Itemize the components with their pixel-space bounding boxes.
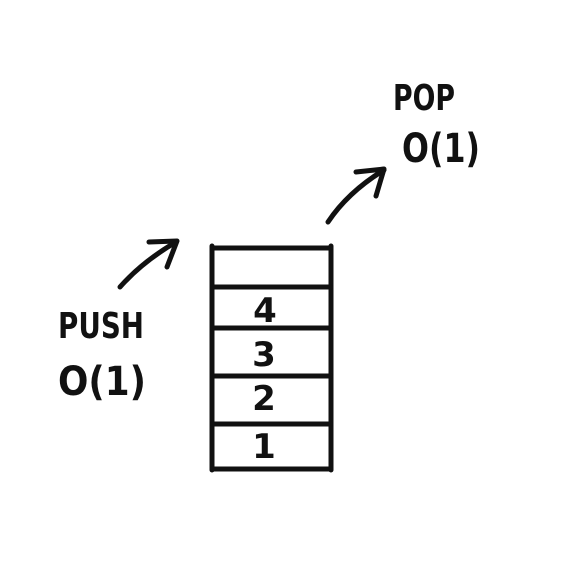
- stack-item: 2: [252, 379, 276, 419]
- stack-item: 4: [253, 291, 277, 331]
- push-arrow-icon: [117, 238, 180, 290]
- stack-item: 1: [252, 427, 276, 467]
- push-complexity: O(1): [58, 359, 146, 405]
- stack-items: 4 3 2 1: [252, 291, 277, 467]
- pop-complexity: O(1): [402, 126, 480, 172]
- pop-arrow-icon: [325, 166, 387, 225]
- stack: [209, 243, 334, 473]
- pop-label: POP: [393, 78, 455, 119]
- stack-item: 3: [252, 335, 276, 375]
- push-label: PUSH: [58, 306, 144, 347]
